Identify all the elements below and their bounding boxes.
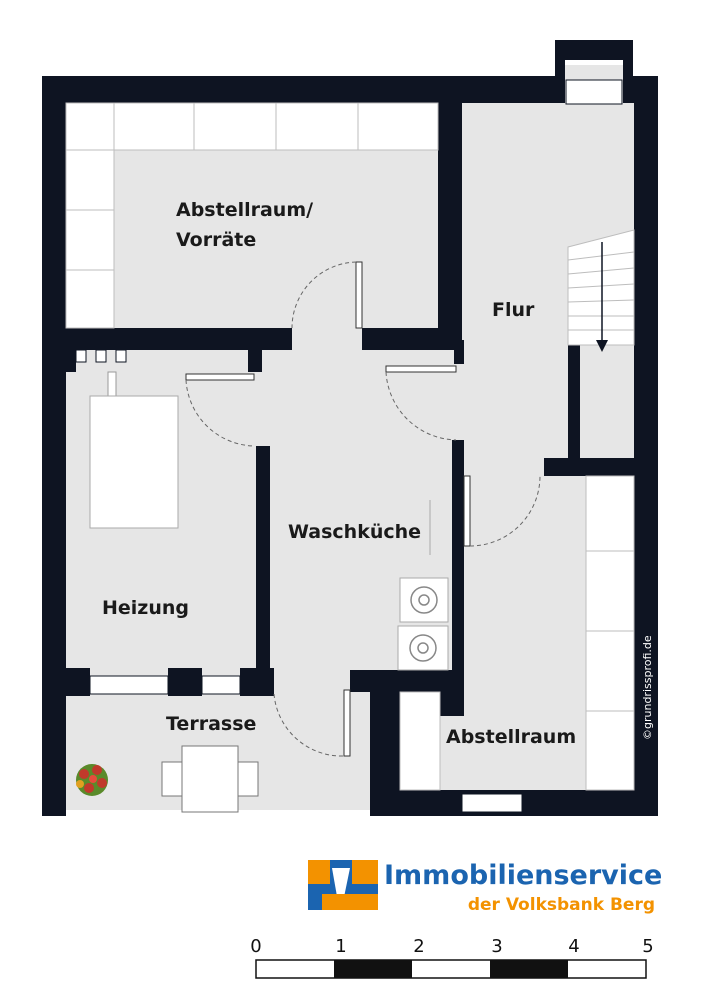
washer: [399, 577, 449, 623]
boiler: [89, 371, 179, 529]
volksbank-logo-icon: [308, 860, 378, 910]
shelves-right: [399, 475, 635, 791]
label-heizung: Heizung: [102, 597, 189, 619]
dryer: [397, 625, 449, 671]
brand-subtitle: der Volksbank Berg: [468, 895, 655, 915]
copyright-text: ©grundrissprofi.de: [641, 635, 654, 740]
doors: [185, 261, 471, 757]
scale-label: 4: [568, 936, 579, 957]
windows: [75, 79, 623, 813]
flower-pot-icon: [76, 764, 108, 796]
room-labels: Abstellraum/ Vorräte Flur Waschküche Hei…: [102, 199, 576, 748]
terrace-table: [161, 745, 259, 813]
scale-label: 3: [491, 936, 502, 957]
scale-label: 5: [642, 936, 653, 957]
stair-arrow-head: [596, 340, 608, 352]
label-abstellraum: Abstellraum: [446, 726, 576, 748]
scale-label: 1: [335, 936, 346, 957]
scale-label: 2: [413, 936, 424, 957]
label-waschkueche: Waschküche: [288, 521, 421, 543]
scale-bar-labels: 0 1 2 3 4 5: [250, 936, 653, 957]
door-swings: [185, 261, 541, 757]
brand-name: Immobilienservice: [384, 860, 662, 891]
staircase: [567, 229, 635, 352]
scale-label: 0: [250, 936, 261, 957]
label-flur: Flur: [492, 299, 535, 321]
scale-bar: [255, 959, 647, 979]
label-abstellraum-vorraete-1: Abstellraum/: [176, 199, 313, 221]
shelves-top: [65, 102, 439, 329]
label-abstellraum-vorraete-2: Vorräte: [176, 229, 256, 251]
label-terrasse: Terrasse: [166, 713, 256, 735]
